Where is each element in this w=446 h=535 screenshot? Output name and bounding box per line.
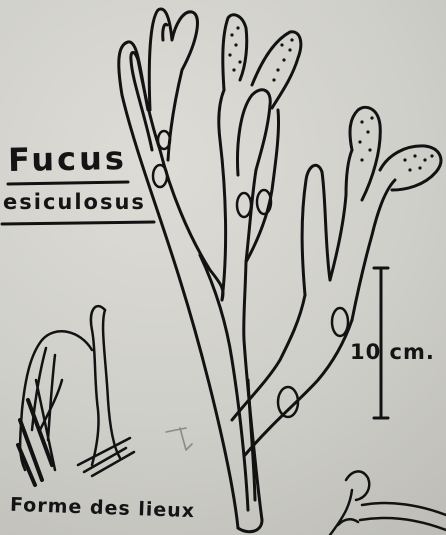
small-form-sketch (18, 306, 134, 485)
scale-label: 10 cm. (350, 340, 435, 364)
corner-sketch (330, 471, 446, 535)
pencil-mark (166, 428, 192, 450)
fucus-thallus (119, 9, 441, 532)
species-title-line1: Fucus (8, 139, 127, 179)
species-title-line2: esiculosus (3, 190, 146, 214)
air-vesicles (153, 131, 348, 417)
